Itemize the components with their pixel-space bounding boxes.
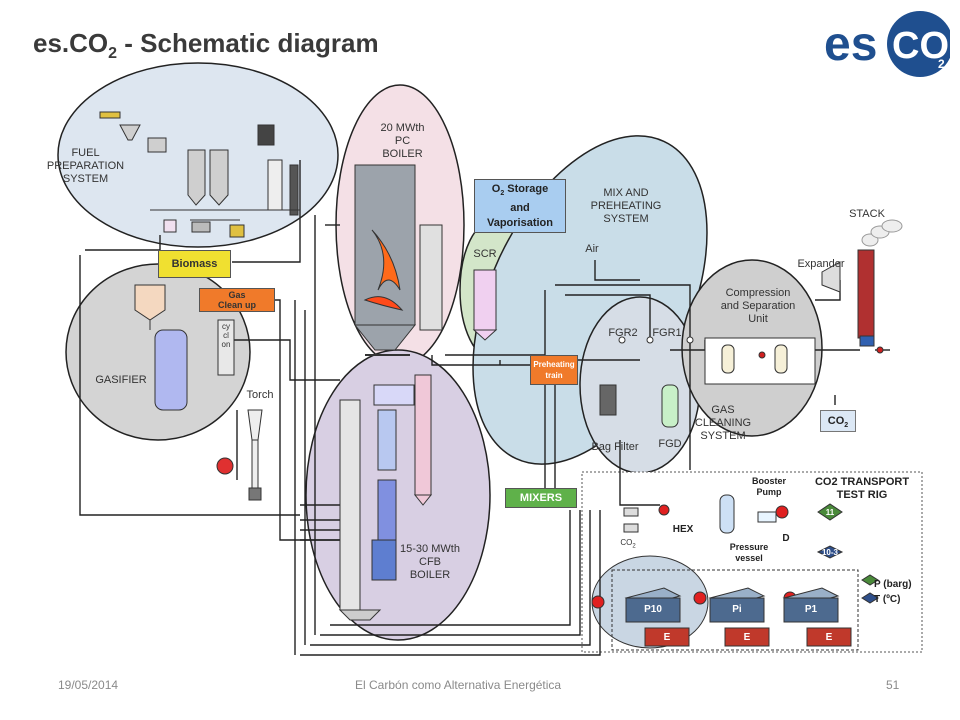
o2-storage-box: O2 Storage and Vaporisation <box>474 179 566 233</box>
gas-cleaning-label: GAS CLEANING SYSTEM <box>694 404 752 442</box>
compression-equipment <box>704 249 884 385</box>
air-label: Air <box>585 243 599 255</box>
esco2-logo: es CO 2 <box>824 11 950 77</box>
gasifier-label: GASIFIER <box>95 374 147 386</box>
vessel-label-p10: P10 <box>644 604 662 615</box>
gasifier-equipment <box>134 284 235 411</box>
hex-label: HEX <box>672 524 694 535</box>
transport-rig-title: CO2 TRANSPORT TEST RIG <box>814 476 910 501</box>
torch-equipment <box>216 409 263 501</box>
footer-page-number: 51 <box>886 678 900 692</box>
pc-boiler-equipment <box>353 164 443 356</box>
svg-text:es: es <box>824 18 877 71</box>
gas-cleaning-equipment <box>599 336 694 428</box>
legend-pressure: P (barg) <box>874 579 912 590</box>
cfb-boiler-label: 15-30 MWth CFB BOILER <box>400 543 460 581</box>
bag-filter-label: Bag Filter <box>591 441 639 453</box>
mix-preheat-label: MIX AND PREHEATING SYSTEM <box>590 187 662 225</box>
pc-boiler-label: 20 MWth PC BOILER <box>380 122 425 160</box>
fuel-prep-label: FUEL PREPARATION SYSTEM <box>46 147 125 185</box>
fuel-prep-equipment <box>99 111 300 238</box>
d-label: D <box>782 533 790 544</box>
heater-label-1: E <box>663 632 671 643</box>
fgr1-label: FGR1 <box>652 327 682 339</box>
heater-label-2: E <box>743 632 751 643</box>
preheating-train-box: Preheating train <box>530 355 578 385</box>
legend-temperature: T (ºC) <box>874 594 901 605</box>
heater-label-3: E <box>825 632 833 643</box>
biomass-box: Biomass <box>158 250 231 278</box>
cfb-boiler-equipment <box>338 374 433 621</box>
co2-box: CO2 <box>820 410 856 432</box>
page-title: es.CO2 - Schematic diagram <box>33 28 379 63</box>
fgr2-label: FGR2 <box>608 327 638 339</box>
compression-label: Compression and Separation Unit <box>720 287 796 325</box>
vessel-group-dashed <box>611 569 859 651</box>
scr-equipment <box>472 269 498 341</box>
gas-cleanup-box: Gas Clean up <box>199 288 275 312</box>
vessel-label-pi: Pi <box>732 604 742 615</box>
stack-smoke <box>861 219 903 247</box>
cyclon-label: cyclon <box>221 322 231 349</box>
booster-pump-label: Booster Pump <box>751 476 786 497</box>
pressure-vessel-label: Pressure vessel <box>729 542 769 563</box>
expander-label: Expander <box>797 258 845 270</box>
fgd-label: FGD <box>658 438 682 450</box>
rig-co2-label: CO2 <box>620 538 636 550</box>
tag-10-3: 10-3 <box>821 548 838 557</box>
stack-label: STACK <box>849 208 885 220</box>
svg-text:CO: CO <box>892 25 949 67</box>
mixers-box: MIXERS <box>505 488 577 508</box>
scr-label: SCR <box>473 248 497 260</box>
transport-vessels <box>624 587 852 647</box>
tag-11: 11 <box>825 508 835 517</box>
torch-label: Torch <box>246 389 274 401</box>
footer-date: 19/05/2014 <box>58 678 119 692</box>
svg-text:2: 2 <box>938 57 945 71</box>
footer-subtitle: El Carbón como Alternativa Energética <box>355 678 562 692</box>
vessel-label-p1: P1 <box>804 604 818 615</box>
